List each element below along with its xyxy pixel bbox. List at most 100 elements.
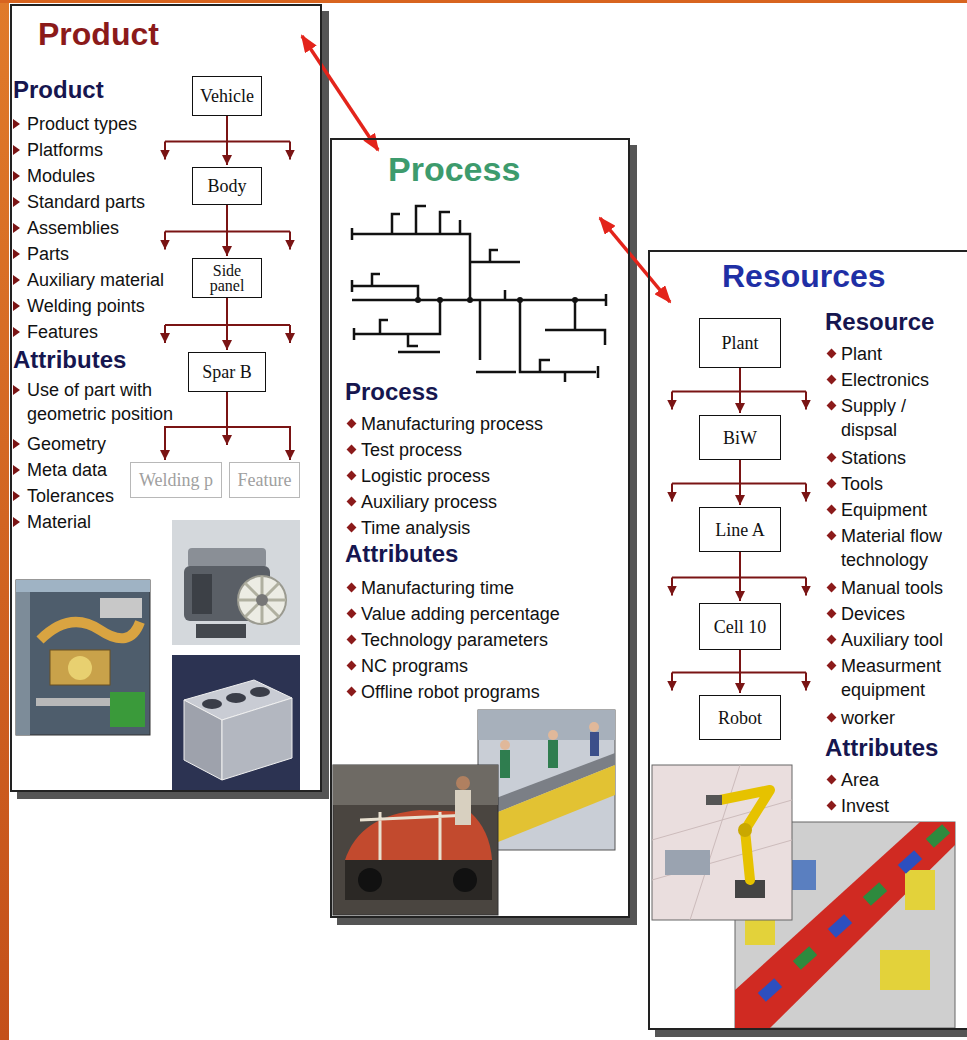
engine-part [196, 624, 246, 638]
list-item: Product types [27, 114, 137, 134]
branch-arrow [164, 232, 166, 250]
cad-toolbar [16, 580, 150, 592]
list-bullet [13, 223, 20, 233]
process-network [352, 206, 606, 382]
list-bullet [827, 479, 837, 489]
list-bullet [827, 661, 837, 671]
list-bullet [827, 505, 837, 515]
cad-part [100, 598, 142, 618]
text-slot: Resource [825, 308, 934, 336]
rack [880, 950, 930, 990]
list-bullet [347, 635, 357, 645]
photo-ground [172, 655, 300, 790]
fan-blades [238, 576, 286, 624]
relation-arrow [600, 218, 670, 302]
list-item: Meta data [27, 460, 107, 480]
text-slot: Features [13, 320, 98, 344]
fan-hub [256, 594, 268, 606]
frame-strip [0, 0, 967, 3]
list-item: Material flow technology [841, 526, 942, 570]
branch-arrow [805, 673, 807, 691]
text-slot: Plant [827, 342, 882, 366]
text-slot: Auxiliary tool [827, 628, 965, 652]
text-slot: Supply / dispsal [827, 394, 941, 442]
box-label: Side panel [201, 263, 253, 293]
network-lines [352, 206, 606, 382]
tree-arrow [227, 392, 290, 460]
list-item: Geometry [27, 434, 106, 454]
box-label: Vehicle [200, 86, 254, 106]
tree-box: Welding p [130, 462, 222, 498]
tree-arrow [739, 650, 741, 693]
cad-pipe [36, 698, 120, 706]
cad-sidebar [16, 592, 30, 735]
car-wheel [358, 868, 382, 892]
list-item: Parts [27, 244, 69, 264]
text-slot: Attributes [825, 734, 938, 762]
branch-arrow [226, 427, 228, 445]
branch-arrow [805, 484, 807, 502]
list-item: Welding points [27, 296, 145, 316]
text-slot: Tolerances [13, 484, 114, 508]
list-bullet [13, 327, 20, 337]
tree-branches [165, 142, 806, 691]
box-label: Body [207, 176, 246, 196]
worker-figure [548, 730, 558, 740]
list-bullet [827, 401, 837, 411]
network-junction [467, 297, 473, 303]
list-bullet [347, 583, 357, 593]
panel-ground [10, 4, 322, 792]
text-slot: Devices [827, 602, 905, 626]
list-bullet [13, 301, 20, 311]
list-item: NC programs [361, 656, 468, 676]
text-slot: Process [345, 378, 438, 406]
box-label: Welding p [139, 470, 213, 490]
panel: ProductProductProduct typesPlatformsModu… [10, 4, 322, 792]
list-bullet [347, 661, 357, 671]
list-bullet [347, 609, 357, 619]
tree-box: Side panel [192, 258, 262, 298]
engine-block-model [172, 655, 300, 790]
panel-ground [330, 138, 630, 918]
panel-title: Process [388, 150, 520, 188]
text-slot: Process [388, 150, 520, 189]
list-bullet [347, 471, 357, 481]
list-bullet [827, 375, 837, 385]
tree-arrow [165, 392, 227, 460]
cad-part [50, 650, 110, 685]
list-item: Devices [841, 604, 905, 624]
panel-ground [648, 250, 967, 1030]
tree-arrow [739, 552, 741, 601]
fixture-table [665, 850, 710, 875]
text-slot: Value adding percentage [347, 602, 560, 626]
photo-ground [652, 765, 792, 920]
box-label: Plant [721, 333, 758, 353]
car-wheel [453, 868, 477, 892]
list-bullet [827, 349, 837, 359]
worker-figure [500, 740, 510, 750]
list-bullet [827, 801, 837, 811]
text-slot: Material [13, 510, 91, 534]
list-item: Manufacturing time [361, 578, 514, 598]
cad-pipe [40, 622, 140, 640]
text-slot: Stations [827, 446, 906, 470]
network-junction [572, 297, 578, 303]
list-item: Auxiliary process [361, 492, 497, 512]
worker-figure [500, 750, 510, 778]
list-bullet [347, 445, 357, 455]
list-bullet [827, 635, 837, 645]
list-item: Area [841, 770, 879, 790]
list-bullet [13, 491, 20, 501]
tree-box: Spar B [188, 352, 266, 392]
list-item: Plant [841, 344, 882, 364]
box-label: Feature [238, 470, 292, 490]
section-heading: Process [345, 378, 438, 405]
list-bullet [827, 453, 837, 463]
section-heading: Product [13, 76, 104, 103]
tree-arrow [739, 460, 741, 505]
box-label: Line A [715, 520, 765, 540]
text-slot: Geometry [13, 432, 106, 456]
car-model [898, 850, 922, 874]
tree-box: Robot [699, 695, 781, 740]
